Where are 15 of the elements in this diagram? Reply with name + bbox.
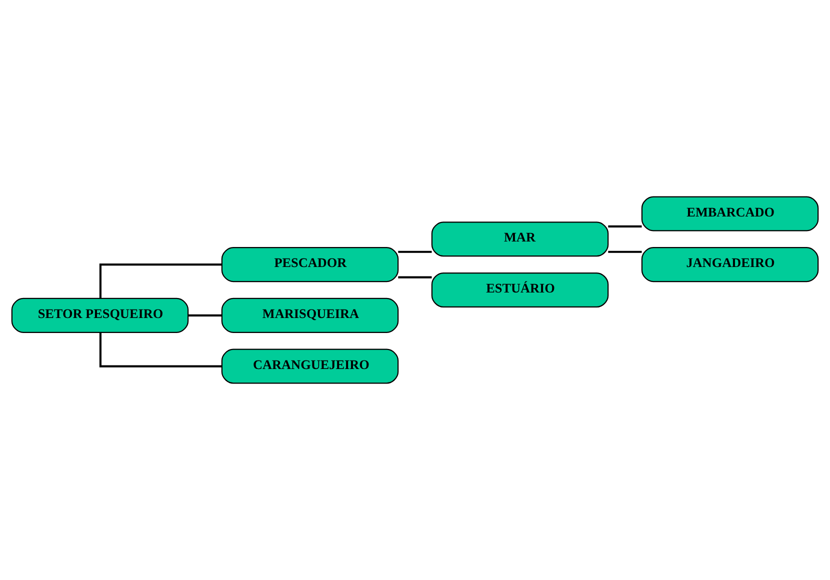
node-box: MAR: [431, 222, 609, 257]
connector: [608, 225, 642, 228]
connector: [398, 276, 432, 278]
node-box: ESTUÁRIO: [431, 272, 609, 308]
node-box: CARANGUEJEIRO: [221, 348, 399, 384]
node-box: EMBARCADO: [641, 196, 819, 232]
connector: [99, 264, 222, 298]
node-box: PESCADOR: [221, 247, 399, 282]
connector: [398, 250, 432, 253]
connector: [608, 250, 642, 253]
node-box: JANGADEIRO: [641, 247, 819, 282]
node-box: MARISQUEIRA: [221, 298, 399, 333]
connector: [99, 332, 222, 368]
node-box: SETOR PESQUEIRO: [11, 298, 189, 333]
connector: [188, 314, 222, 316]
